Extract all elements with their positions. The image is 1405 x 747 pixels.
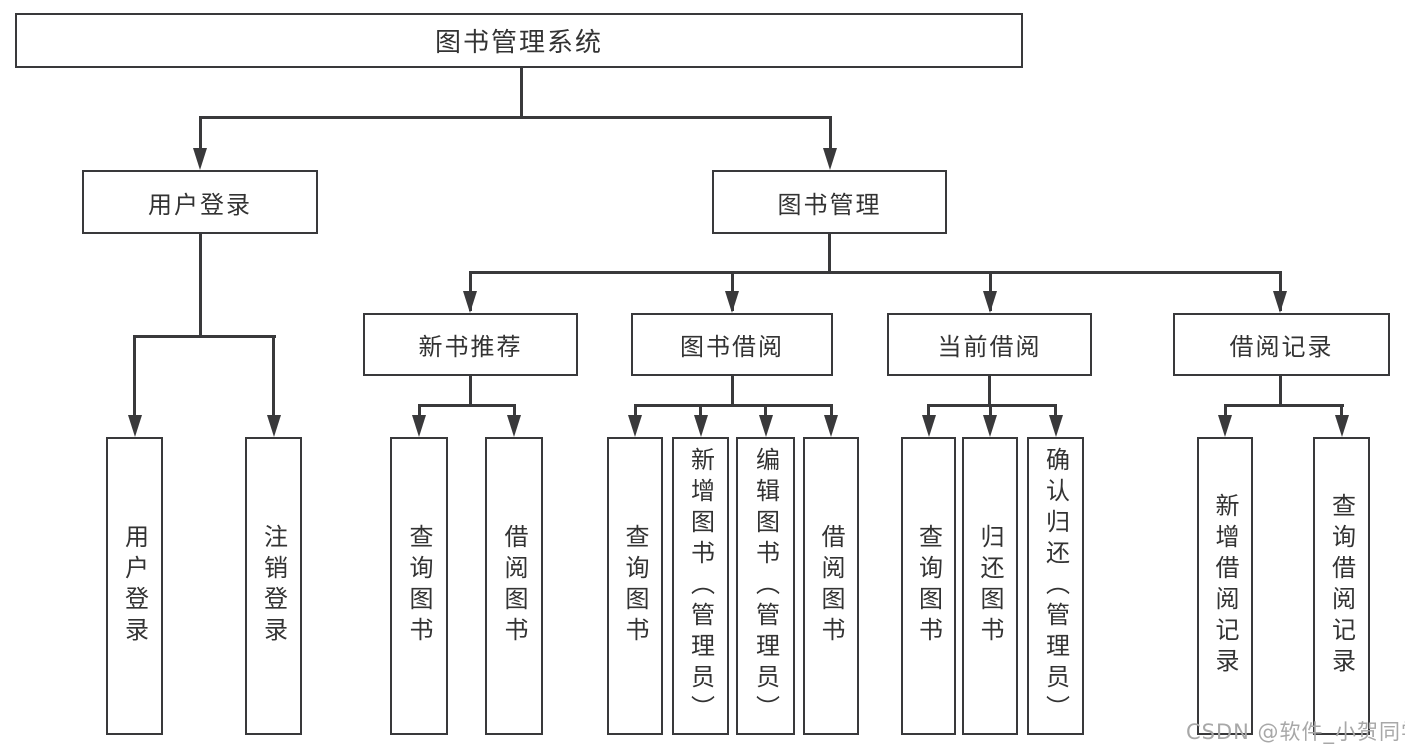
connector-line	[1223, 404, 1344, 407]
leaf-label: 用户登录	[120, 524, 149, 648]
node-label: 用户登录	[148, 190, 252, 219]
leaf-logout-login: 注销登录	[245, 437, 302, 735]
watermark: CSDN @软件_小贺同学	[1186, 720, 1405, 744]
arrowhead-down-icon	[758, 415, 773, 437]
arrowhead-down-icon	[725, 291, 739, 313]
node-label: 图书管理	[777, 190, 882, 219]
connector-line	[1278, 376, 1282, 407]
leaf-add-book-admin: 新增图书（管理员）	[672, 437, 729, 735]
arrowhead-down-icon	[127, 415, 142, 437]
node-library-system: 图书管理系统	[15, 13, 1023, 68]
node-user-login: 用户登录	[82, 170, 318, 234]
connector-line	[272, 335, 275, 430]
leaf-borrow-books: 借阅图书	[803, 437, 859, 735]
arrowhead-down-icon	[693, 415, 708, 437]
node-borrow-records: 借阅记录	[1173, 313, 1390, 376]
leaf-edit-book-admin: 编辑图书（管理员）	[736, 437, 795, 735]
connector-line	[198, 234, 202, 338]
node-current-borrow: 当前借阅	[887, 313, 1092, 376]
connector-line	[828, 116, 832, 163]
connector-line	[198, 116, 202, 163]
arrowhead-down-icon	[1218, 415, 1232, 437]
arrowhead-down-icon	[1273, 291, 1287, 313]
connector-line	[519, 68, 523, 118]
connector-line	[133, 335, 136, 430]
connector-line	[198, 116, 832, 119]
arrowhead-down-icon	[1334, 415, 1349, 437]
connector-line	[988, 376, 991, 407]
leaf-label: 借阅图书	[500, 524, 528, 648]
leaf-borrow-books-recommend: 借阅图书	[485, 437, 543, 735]
node-label: 当前借阅	[937, 333, 1042, 361]
arrowhead-down-icon	[824, 415, 838, 437]
arrowhead-down-icon	[823, 148, 837, 170]
leaf-label: 查询图书	[405, 524, 433, 648]
arrowhead-down-icon	[412, 415, 426, 437]
arrowhead-down-icon	[266, 415, 281, 437]
leaf-add-borrow-record: 新增借阅记录	[1197, 437, 1253, 735]
node-book-borrow: 图书借阅	[631, 313, 833, 376]
arrowhead-down-icon	[628, 415, 642, 437]
leaf-confirm-return-admin: 确认归还（管理员）	[1027, 437, 1084, 735]
leaf-query-books-borrow: 查询图书	[607, 437, 663, 735]
leaf-label: 查询借阅记录	[1327, 493, 1356, 679]
leaf-label: 新增图书（管理员）	[686, 446, 715, 726]
node-book-management: 图书管理	[712, 170, 947, 234]
leaf-query-books-recommend: 查询图书	[390, 437, 448, 735]
node-label: 新书推荐	[418, 333, 523, 361]
arrowhead-down-icon	[463, 291, 477, 313]
arrowhead-down-icon	[983, 415, 997, 437]
leaf-label: 确认归还（管理员）	[1041, 446, 1070, 726]
connector-line	[828, 234, 831, 274]
leaf-label: 归还图书	[976, 524, 1004, 648]
leaf-user-login: 用户登录	[106, 437, 163, 735]
node-new-book-recommend: 新书推荐	[363, 313, 578, 376]
arrowhead-down-icon	[921, 415, 936, 437]
arrowhead-down-icon	[193, 148, 207, 170]
leaf-label: 新增借阅记录	[1211, 493, 1239, 679]
node-label: 图书借阅	[680, 333, 784, 361]
connector-line	[468, 271, 1282, 274]
arrowhead-down-icon	[983, 291, 997, 313]
leaf-label: 注销登录	[259, 524, 288, 648]
leaf-query-borrow-record: 查询借阅记录	[1313, 437, 1370, 735]
arrowhead-down-icon	[507, 415, 521, 437]
leaf-label: 查询图书	[621, 524, 649, 648]
leaf-label: 查询图书	[914, 524, 943, 648]
leaf-query-books-current: 查询图书	[901, 437, 956, 735]
node-label: 图书管理系统	[434, 28, 603, 58]
connector-line	[468, 376, 472, 407]
arrowhead-down-icon	[1048, 415, 1063, 437]
connector-line	[927, 404, 1057, 407]
leaf-label: 借阅图书	[817, 524, 845, 648]
connector-line	[633, 404, 833, 407]
leaf-label: 编辑图书（管理员）	[751, 446, 780, 726]
connector-line	[730, 376, 734, 407]
connector-line	[417, 404, 516, 407]
node-label: 借阅记录	[1229, 333, 1334, 361]
connector-line	[133, 335, 276, 338]
leaf-return-books: 归还图书	[962, 437, 1018, 735]
